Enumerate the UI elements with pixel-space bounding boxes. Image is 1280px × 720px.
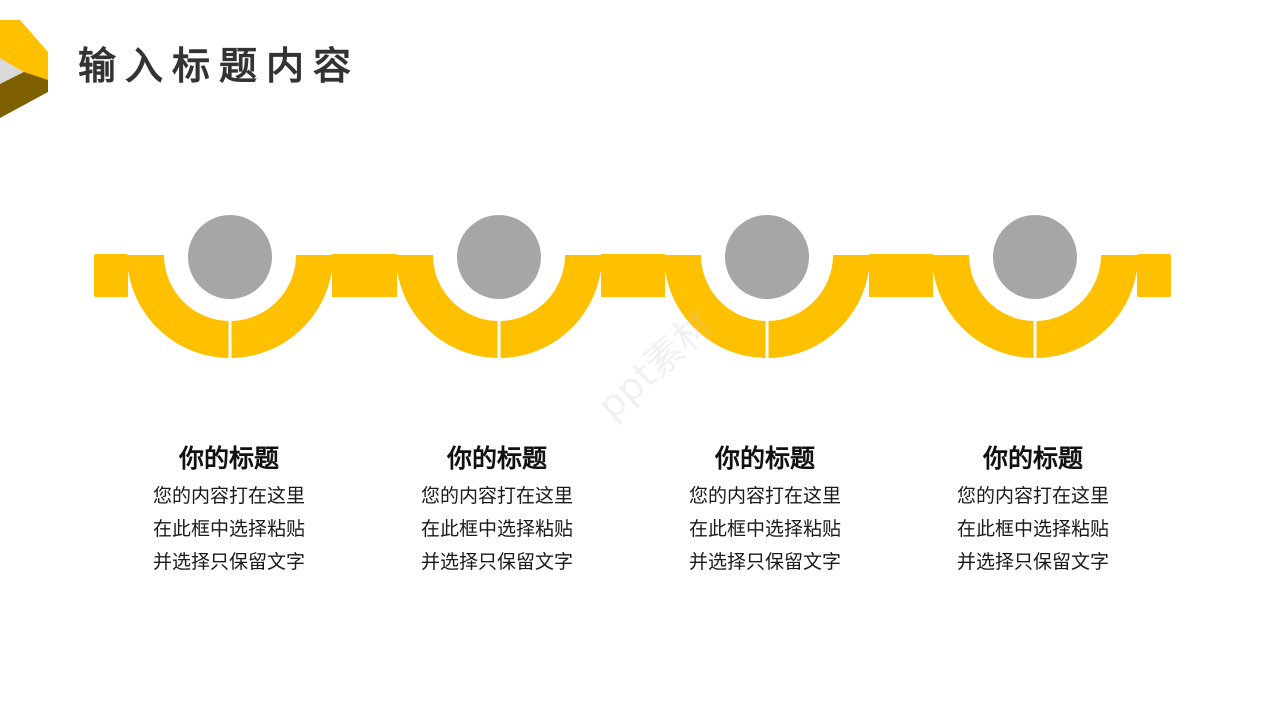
track-arc-2-right (500, 255, 602, 358)
timeline-track (94, 254, 1171, 358)
step-1-circle (188, 215, 272, 299)
step-4-title: 你的标题 (982, 444, 1083, 473)
track-band-2 (331, 254, 398, 297)
track-band-5 (1136, 254, 1171, 297)
slide-title: 输入标题内容 (78, 44, 361, 88)
track-arc-3-right (768, 255, 870, 358)
step-1-line-1: 您的内容打在这里 (152, 485, 305, 507)
track-arc-4-right (1036, 255, 1138, 358)
step-4-line-1: 您的内容打在这里 (956, 485, 1109, 507)
track-arc-3-left (664, 255, 766, 358)
track-band-3 (600, 254, 666, 297)
track-arc-2-left (396, 255, 498, 358)
step-4-line-3: 并选择只保留文字 (956, 551, 1109, 573)
step-2-line-2: 在此框中选择粘贴 (420, 518, 573, 540)
track-band-4 (868, 254, 934, 297)
track-arc-4-left (932, 255, 1034, 358)
step-3-text: 你的标题 您的内容打在这里 在此框中选择粘贴 并选择只保留文字 (645, 438, 885, 579)
step-2-line-3: 并选择只保留文字 (420, 551, 573, 573)
step-1-title: 你的标题 (178, 444, 279, 473)
step-1-text: 你的标题 您的内容打在这里 在此框中选择粘贴 并选择只保留文字 (109, 438, 349, 579)
step-4-circle (993, 215, 1077, 299)
track-band-1 (94, 254, 129, 297)
step-2-line-1: 您的内容打在这里 (420, 485, 573, 507)
track-arc-1-right (231, 255, 333, 358)
step-3-line-3: 并选择只保留文字 (688, 551, 841, 573)
step-3-line-1: 您的内容打在这里 (688, 485, 841, 507)
step-3-circle (725, 215, 809, 299)
step-3-title: 你的标题 (714, 444, 815, 473)
step-2-circle (457, 215, 541, 299)
step-4-text: 你的标题 您的内容打在这里 在此框中选择粘贴 并选择只保留文字 (913, 438, 1153, 579)
step-3-line-2: 在此框中选择粘贴 (688, 518, 841, 540)
corner-logo-icon (0, 20, 48, 118)
step-1-line-3: 并选择只保留文字 (152, 551, 305, 573)
step-4-line-2: 在此框中选择粘贴 (956, 518, 1109, 540)
timeline-circles (164, 189, 1101, 321)
step-2-text: 你的标题 您的内容打在这里 在此框中选择粘贴 并选择只保留文字 (377, 438, 617, 579)
track-arc-1-left (127, 255, 229, 358)
step-2-title: 你的标题 (446, 444, 547, 473)
step-1-line-2: 在此框中选择粘贴 (152, 518, 305, 540)
